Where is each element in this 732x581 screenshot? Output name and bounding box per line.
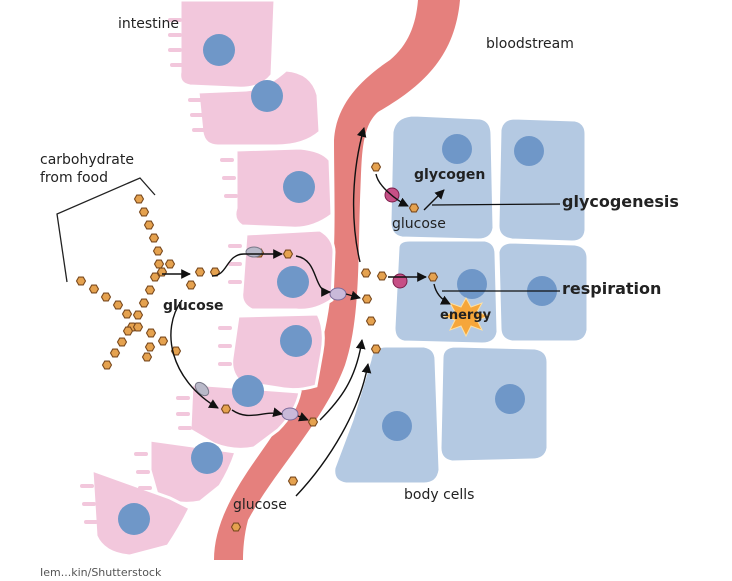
arrow-glucose-to-lower-intestine bbox=[170, 299, 219, 409]
transporter-intestine bbox=[194, 381, 210, 397]
arrow-lower-intestine-to-blood bbox=[231, 407, 283, 418]
label-glucose-intestine: glucose bbox=[163, 298, 224, 314]
body-cell-nucleus bbox=[495, 384, 525, 414]
arrow-intestine-to-blood-upper bbox=[295, 255, 331, 297]
arrow-to-energy bbox=[433, 283, 451, 305]
body-cell-2 bbox=[496, 116, 588, 244]
transporter-blood bbox=[329, 287, 347, 301]
intestine-cells-group bbox=[80, 0, 336, 558]
image-credit: Iem...kin/Shutterstock bbox=[40, 566, 162, 579]
intestine-cell-nucleus bbox=[203, 34, 235, 66]
body-cell-nucleus bbox=[382, 411, 412, 441]
arrow-to-glycogen bbox=[423, 189, 445, 211]
carbohydrate-bracket bbox=[56, 177, 156, 283]
arrow-blood-lower bbox=[297, 412, 309, 422]
membrane-transporters bbox=[194, 187, 408, 421]
label-bloodstream: bloodstream bbox=[486, 36, 574, 52]
transporter-blood bbox=[281, 407, 299, 421]
intestine-cell-nucleus bbox=[283, 171, 315, 203]
leader-glycogenesis bbox=[431, 203, 561, 206]
arrow-to-glycogen-cell bbox=[375, 173, 409, 207]
label-body-cells: body cells bbox=[404, 487, 475, 503]
arrow-blood-flow-up-top bbox=[352, 127, 367, 263]
label-glycogenesis: glycogenesis bbox=[562, 192, 679, 211]
body-cell-6 bbox=[438, 344, 550, 464]
arrow-blood-upper bbox=[345, 290, 361, 301]
intestine-cell-nucleus bbox=[118, 503, 150, 535]
transporter-intestine bbox=[245, 246, 263, 258]
transporter-body-cell bbox=[392, 273, 408, 289]
label-energy: energy bbox=[440, 308, 492, 323]
body-cell-nucleus bbox=[442, 134, 472, 164]
carbohydrate-polymer bbox=[75, 194, 182, 370]
intestine-cell-nucleus bbox=[280, 325, 312, 357]
body-cell-nucleus bbox=[457, 269, 487, 299]
intestine-villus-cell bbox=[148, 438, 238, 505]
label-glucose-bottom: glucose bbox=[233, 497, 287, 513]
intestine-microvilli bbox=[80, 18, 242, 524]
label-glucose-cell: glucose bbox=[392, 216, 446, 232]
arrow-blood-flow-up-bottom bbox=[295, 363, 372, 497]
energy-burst bbox=[441, 296, 491, 338]
label-glycogen: glycogen bbox=[414, 167, 486, 183]
body-cell-nucleus bbox=[514, 136, 544, 166]
intestine-cell-nucleus bbox=[251, 80, 283, 112]
intestine-cell-nucleus bbox=[232, 375, 264, 407]
label-respiration: respiration bbox=[562, 279, 662, 298]
intestine-cell-nucleus bbox=[191, 442, 223, 474]
label-carbohydrate-line2: from food bbox=[40, 170, 108, 186]
arrows bbox=[162, 127, 451, 497]
label-carbohydrate-line1: carbohydrate bbox=[40, 152, 134, 168]
arrow-blood-flow-up-lower bbox=[319, 339, 366, 421]
label-intestine: intestine bbox=[118, 16, 180, 32]
leader-lines bbox=[431, 203, 561, 292]
arrow-into-intestine-upper bbox=[211, 249, 283, 277]
bloodstream-vessel bbox=[214, 0, 460, 560]
intestine-cell-nucleus bbox=[277, 266, 309, 298]
